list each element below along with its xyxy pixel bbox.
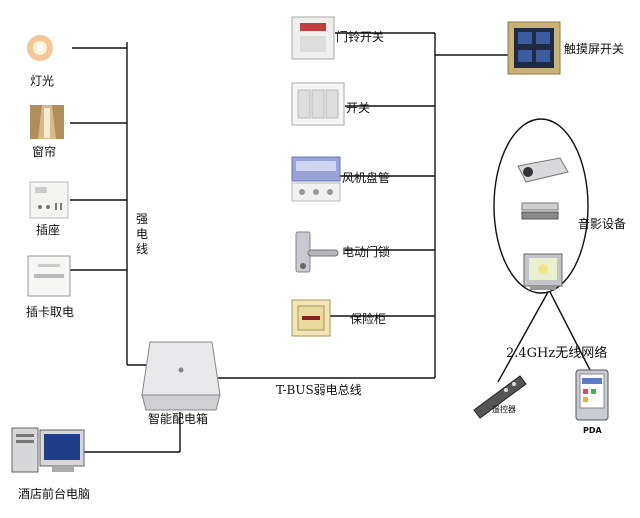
curtain-label: 窗帘	[32, 145, 57, 159]
card-power-label: 插卡取电	[26, 305, 75, 319]
remote-control-icon	[473, 375, 527, 419]
curtain-icon	[30, 105, 64, 139]
av-group-ellipse	[493, 118, 589, 294]
pda-icon	[575, 369, 609, 421]
fan-coil-label: 风机盘管	[342, 171, 391, 185]
strong-line-char-1: 强	[136, 212, 149, 226]
desktop-computer-icon	[11, 427, 85, 473]
light-bulb-icon	[27, 35, 53, 61]
electric-lock-icon	[295, 231, 339, 273]
distribution-box-icon	[141, 341, 221, 411]
card-power-icon	[27, 255, 71, 297]
remote-label: 遥控器	[492, 405, 516, 414]
tv-icon	[523, 253, 563, 290]
safe-label: 保险柜	[350, 312, 387, 326]
light-label: 灯光	[30, 74, 55, 88]
projector-icon	[517, 157, 569, 183]
wireless-remote-line	[497, 291, 549, 383]
wireless-pda-line	[549, 291, 591, 371]
strong-line-char-3: 线	[136, 242, 149, 256]
wireless-network-label: 2.4GHz无线网络	[506, 346, 608, 361]
safe-icon	[291, 299, 331, 337]
doorbell-switch-label: 门铃开关	[336, 30, 385, 44]
front-desk-pc-label: 酒店前台电脑	[18, 487, 91, 501]
socket-label: 插座	[36, 223, 61, 237]
switch-label: 开关	[346, 101, 371, 115]
touch-screen-switch-icon	[507, 21, 561, 75]
doorbell-switch-icon	[291, 16, 335, 60]
tbus-label: T-BUS弱电总线	[276, 383, 362, 397]
socket-icon	[29, 181, 69, 219]
strong-line-char-2: 电	[136, 227, 149, 241]
dvd-player-icon	[521, 202, 559, 220]
pda-label: PDA	[583, 426, 602, 435]
electric-lock-label: 电动门锁	[342, 245, 391, 259]
switch-icon	[291, 82, 345, 126]
touch-switch-label: 触摸屏开关	[564, 42, 625, 56]
wiring	[70, 32, 591, 453]
av-equipment-label: 音影设备	[578, 217, 627, 231]
distribution-box-label: 智能配电箱	[148, 412, 209, 426]
fan-coil-icon	[291, 156, 341, 202]
